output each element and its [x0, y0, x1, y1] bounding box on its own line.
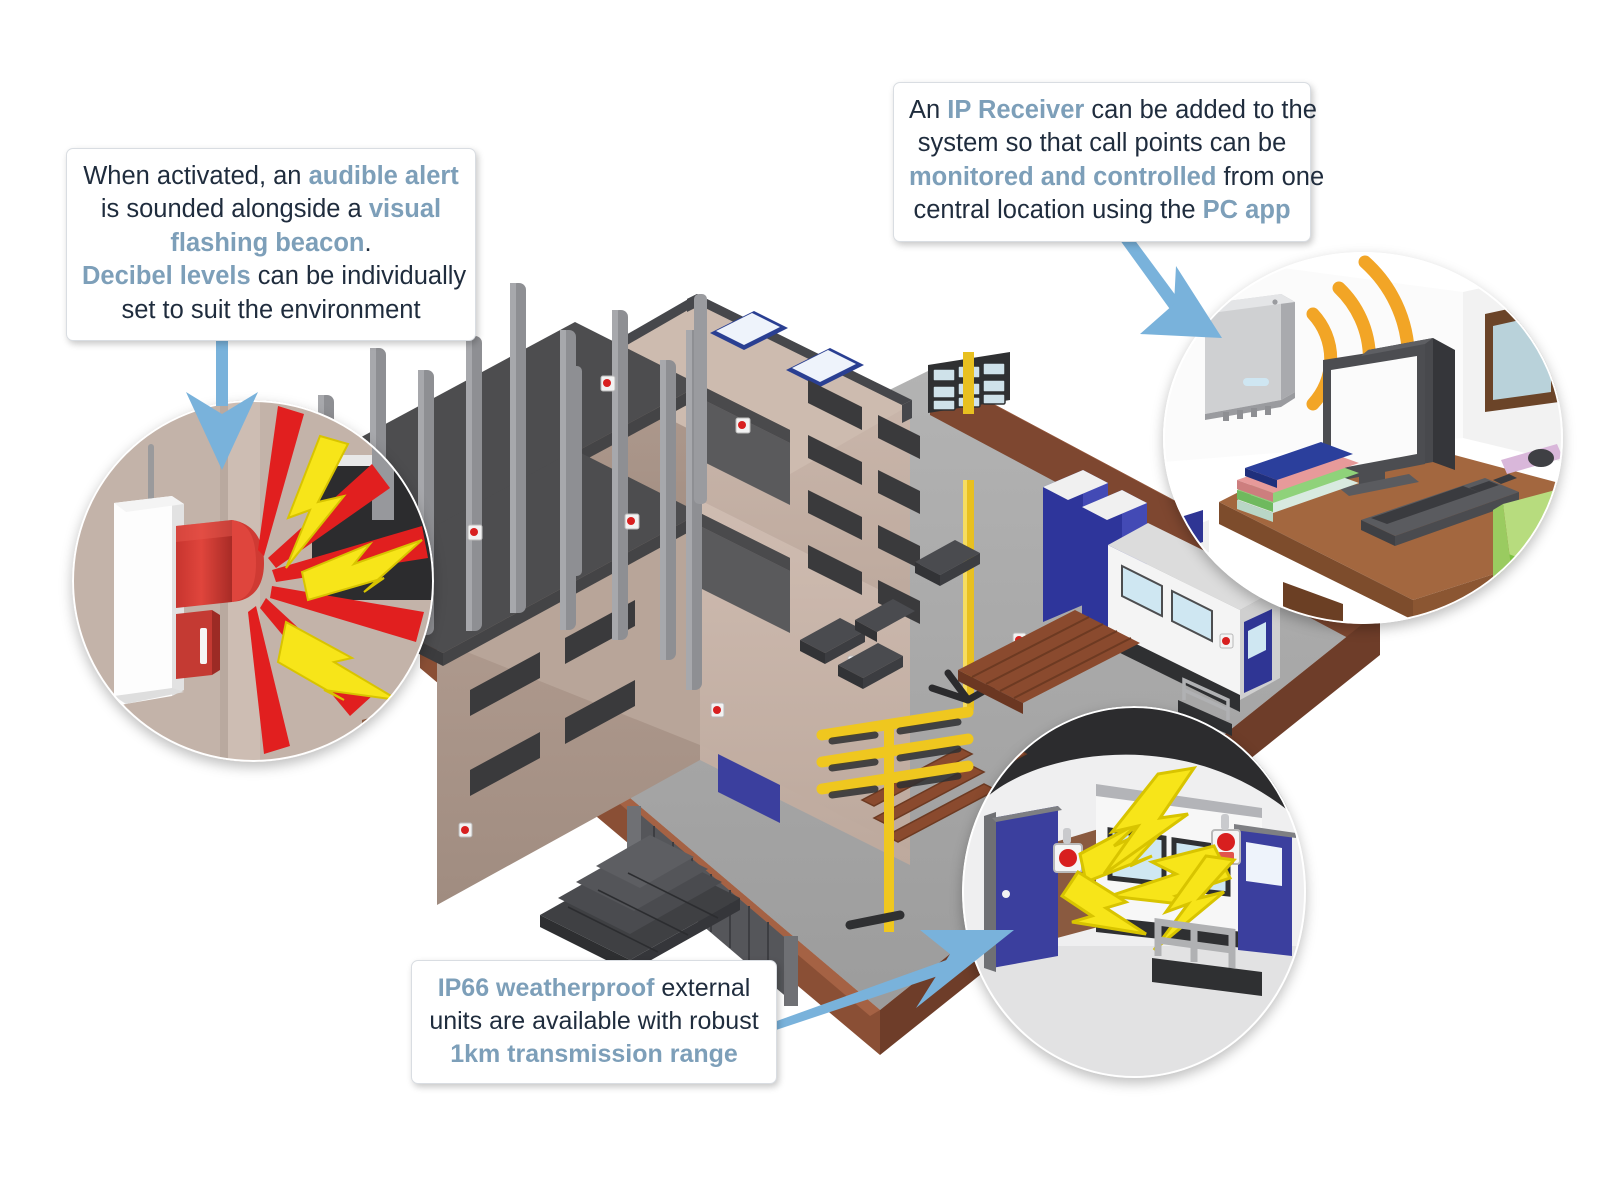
highlighted-term: Decibel levels — [82, 262, 251, 291]
highlighted-term: visual — [368, 195, 442, 224]
green-chair — [1493, 488, 1563, 624]
plain-text: can be added to the — [1084, 96, 1317, 124]
arrow-to-exterior-inset — [770, 930, 1014, 1032]
plain-text: system so that call points can be — [917, 129, 1287, 158]
plain-text: When activated, an — [83, 162, 309, 190]
plain-text: can be individually — [250, 262, 467, 291]
plain-text: . — [364, 228, 372, 257]
yellow-lightning-bolts — [276, 434, 423, 701]
arrow-to-callpoint-inset — [186, 322, 258, 470]
mouse-and-mat — [1501, 444, 1563, 474]
callout-line-1: is sounded alongside a visual — [82, 193, 460, 226]
callout-line-0: When activated, an audible alert — [82, 160, 460, 193]
picture-frame — [1485, 298, 1559, 412]
grey-ip-receiver-box — [1205, 294, 1295, 421]
inset-ip-receiver-desk[interactable] — [1163, 252, 1563, 624]
highlighted-term: audible alert — [308, 162, 459, 190]
site-cabin — [1108, 523, 1280, 736]
plain-text: external — [654, 974, 751, 1002]
blue-door-right — [1234, 824, 1296, 956]
roof-skylights — [710, 311, 864, 387]
plain-text: set to suit the environment — [121, 295, 421, 324]
callout-line-1: units are available with robust — [427, 1005, 761, 1038]
callout-line-3: central location using the PC app — [909, 194, 1295, 227]
handrail — [1154, 917, 1236, 968]
timber-plank-stack — [860, 610, 1140, 843]
ground-blocks — [800, 540, 980, 689]
exterior-call-points-illustration — [962, 706, 1306, 1078]
red-call-point-left[interactable] — [1053, 828, 1083, 873]
highlighted-term: IP Receiver — [947, 96, 1085, 124]
keyboard — [1361, 474, 1519, 546]
callout-line-3: Decibel levels can be individually — [82, 260, 466, 293]
plain-text: is sounded alongside a — [100, 195, 369, 224]
callout-line-0: An IP Receiver can be added to the — [909, 94, 1317, 127]
callout-line-2: monitored and controlled from one — [909, 161, 1324, 194]
monitor — [1323, 338, 1455, 496]
highlighted-term: 1km transmission range — [450, 1039, 738, 1068]
ip-receiver-desk-illustration — [1163, 252, 1563, 624]
plain-text: An — [909, 96, 948, 124]
plain-text: units are available with robust — [429, 1006, 759, 1035]
highlighted-term: monitored and controlled — [909, 162, 1217, 191]
book-stack — [1237, 442, 1359, 522]
callout-line-0: IP66 weatherproof external — [427, 972, 761, 1005]
highlighted-term: PC app — [1202, 196, 1291, 225]
highlighted-term: flashing beacon — [170, 228, 365, 257]
callout-line-2: 1km transmission range — [427, 1038, 761, 1071]
highlighted-term: IP66 weatherproof — [437, 974, 655, 1002]
red-mushroom-button[interactable] — [176, 520, 264, 608]
inset-exterior-call-points[interactable] — [962, 706, 1306, 1078]
floodlight-lamp-array — [928, 352, 1010, 414]
callout-line-1: system so that call points can be — [909, 127, 1295, 160]
plain-text: from one — [1216, 162, 1325, 191]
inset-call-point-closeup[interactable] — [72, 400, 434, 762]
plain-text: central location using the — [913, 196, 1203, 225]
concrete-slab-stack — [540, 835, 740, 972]
callout-line-2: flashing beacon. — [82, 227, 460, 260]
call-point-closeup-illustration — [72, 400, 434, 762]
callout-line-4: set to suit the environment — [82, 294, 460, 327]
yellow-barrier-fence — [816, 706, 974, 932]
